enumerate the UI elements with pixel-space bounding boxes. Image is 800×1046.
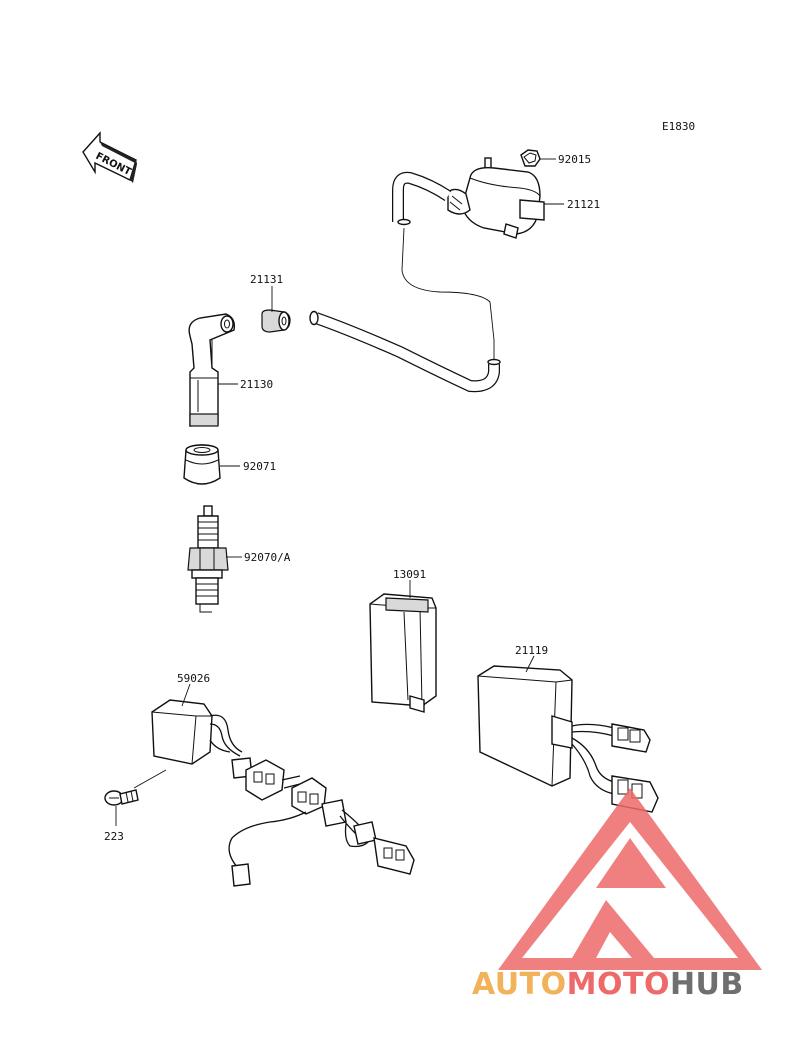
- seal-part: [261, 309, 291, 333]
- ignition-coil-part: [447, 157, 545, 239]
- watermark-text: AUTOMOTOHUB: [472, 967, 744, 1002]
- label-92071: 92071: [243, 460, 276, 473]
- label-59026: 59026: [177, 672, 210, 685]
- label-21119: 21119: [515, 644, 548, 657]
- watermark-auto: AUTO: [472, 967, 567, 1002]
- label-21130: 21130: [240, 378, 273, 391]
- switch-harness-part: [151, 699, 415, 887]
- label-223: 223: [104, 830, 124, 843]
- watermark-moto: MOTO: [567, 967, 670, 1002]
- label-21121: 21121: [567, 198, 600, 211]
- watermark-triangle-icon: [498, 788, 762, 970]
- label-21131: 21131: [250, 273, 283, 286]
- label-13091: 13091: [393, 568, 426, 581]
- watermark-hub: HUB: [670, 967, 744, 1002]
- front-arrow-icon: FRONT: [82, 131, 137, 183]
- rubber-cover-part: [369, 593, 437, 713]
- label-92070a: 92070/A: [244, 551, 291, 564]
- screw-part: [104, 789, 139, 806]
- label-92015: 92015: [558, 153, 591, 166]
- diagram-code: E1830: [662, 120, 695, 133]
- boot-cap-part: [183, 444, 221, 485]
- nut-part: [520, 149, 541, 167]
- plug-cap-part: [188, 313, 236, 427]
- leader-lines: [115, 158, 564, 826]
- high-tension-lead: [309, 171, 501, 393]
- spark-plug-part: [187, 505, 229, 613]
- watermark-logo: AUTOMOTOHUB: [472, 788, 762, 1002]
